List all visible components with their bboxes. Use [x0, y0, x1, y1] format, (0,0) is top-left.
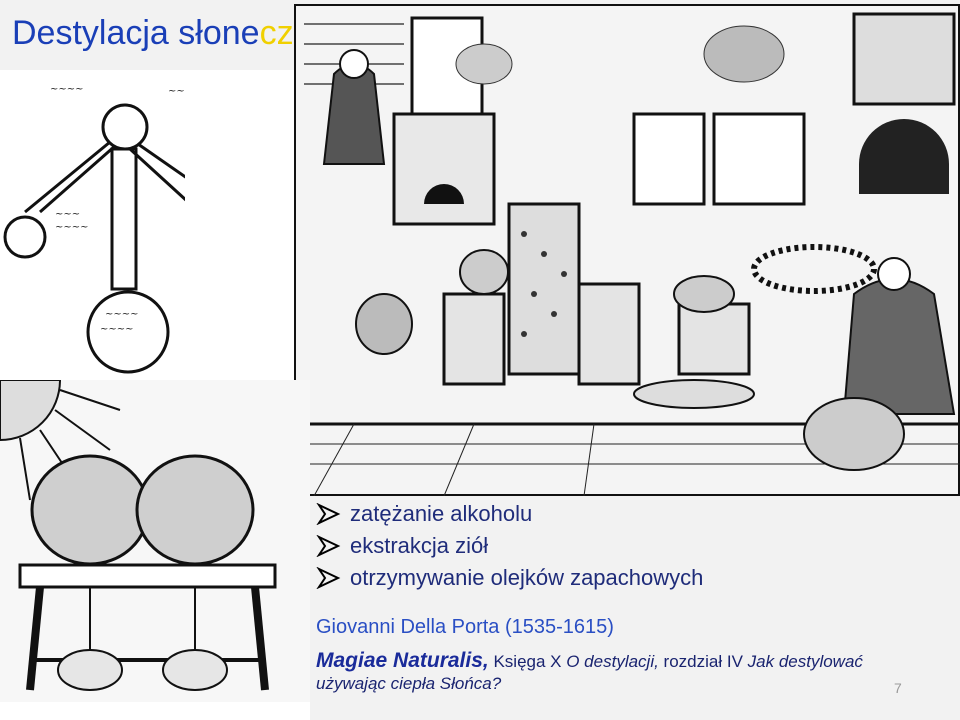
svg-text:~~~~: ~~~~: [105, 309, 139, 320]
source-text-italic: Jak destylować: [747, 652, 863, 671]
list-item: zatężanie alkoholu: [316, 498, 703, 530]
svg-text:~~~: ~~~: [168, 86, 185, 97]
list-item: otrzymywanie olejków zapachowych: [316, 562, 703, 594]
source-text-italic: O destylacji,: [566, 652, 659, 671]
title-text: Destylacja słone: [12, 14, 260, 52]
page-number: 7: [894, 680, 902, 696]
bullet-text: ekstrakcja ziół: [350, 533, 489, 558]
bullet-list: zatężanie alkoholu ekstrakcja ziół otrzy…: [316, 498, 703, 594]
bullet-text: otrzymywanie olejków zapachowych: [350, 565, 704, 590]
source-line: Magiae Naturalis, Księga X O destylacji,…: [316, 649, 863, 673]
content-box: zatężanie alkoholu ekstrakcja ziół otrzy…: [310, 496, 960, 720]
author-line: Giovanni Della Porta (1535-1615): [316, 616, 614, 638]
bullet-text: zatężanie alkoholu: [350, 501, 533, 526]
source-text: rozdział IV: [658, 652, 748, 671]
arrowhead-bullet-icon: [316, 567, 341, 589]
source-text: Księga X: [493, 652, 567, 671]
apparatus-diagram: ~~~~ ~~~ ~~~ ~~~~ ~~~~ ~~~~: [0, 72, 185, 382]
svg-text:~~~~: ~~~~: [55, 222, 89, 233]
arrowhead-bullet-icon: [316, 535, 341, 557]
alchemy-lab-illustration: [294, 4, 960, 496]
svg-text:~~~~: ~~~~: [50, 84, 84, 95]
list-item: ekstrakcja ziół: [316, 530, 703, 562]
slide-title: Destylacja słoneczna: [12, 14, 331, 53]
arrowhead-bullet-icon: [316, 503, 341, 525]
book-title: Magiae Naturalis,: [316, 649, 489, 672]
source-line-2: używając ciepła Słońca?: [316, 674, 502, 693]
solar-distillation-illustration: [0, 380, 310, 702]
svg-text:~~~~: ~~~~: [100, 324, 134, 335]
svg-text:~~~: ~~~: [55, 209, 80, 220]
